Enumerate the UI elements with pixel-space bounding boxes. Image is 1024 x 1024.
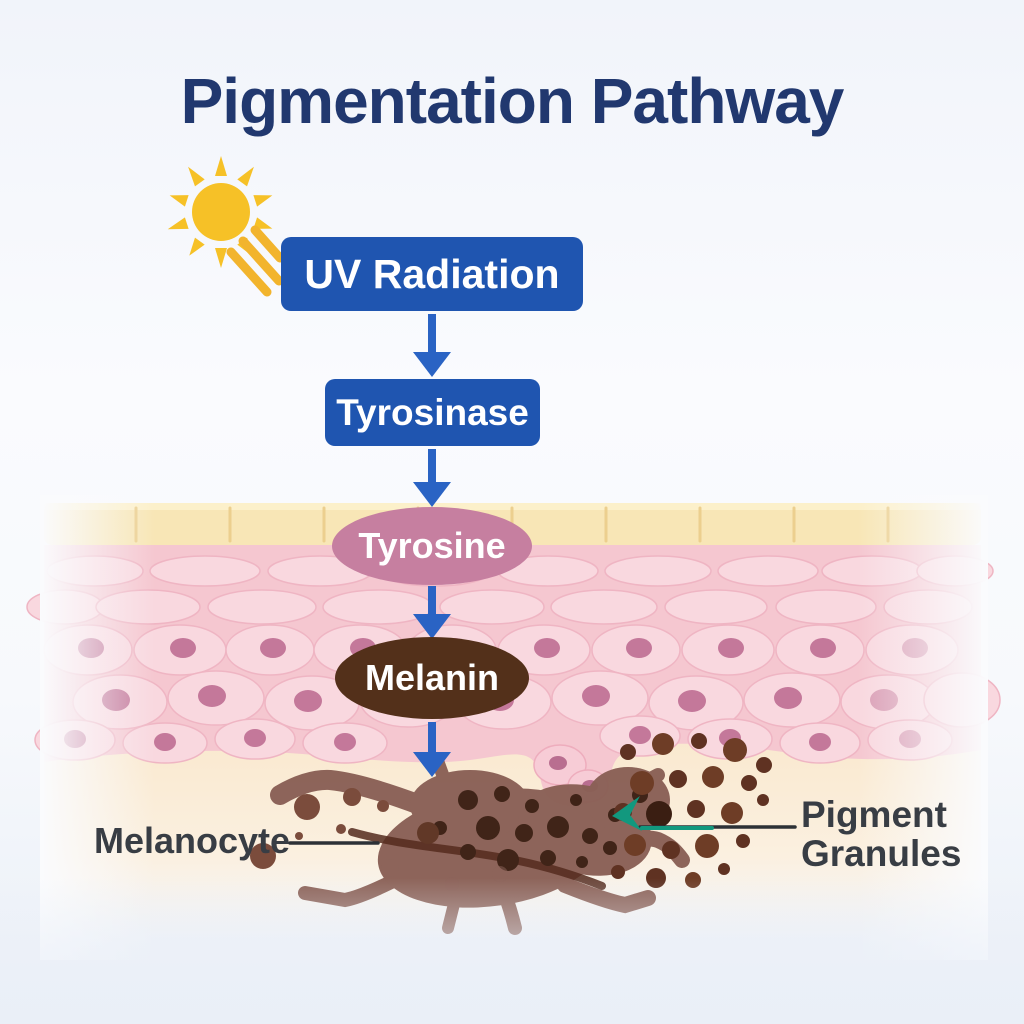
uv-beams-icon <box>226 225 285 297</box>
node-tyrosinase: Tyrosinase <box>325 379 540 446</box>
node-tyrosine: Tyrosine <box>332 507 532 585</box>
arrow-tyrosine-to-melanin <box>413 586 451 639</box>
arrow-uv-to-tyrosinase <box>413 314 451 377</box>
melanocyte-label: Melanocyte <box>94 820 291 861</box>
pigment-granules-label-line1: Pigment <box>801 794 947 835</box>
sun-rays <box>167 156 273 268</box>
edge-fades <box>0 495 1024 1024</box>
flow-arrows <box>413 314 451 777</box>
arrow-melanin-to-melanocyte <box>413 722 451 777</box>
loose-melanosome-dots <box>250 788 508 891</box>
arrow-tyrosinase-to-tyrosine <box>413 449 451 507</box>
page-title: Pigmentation Pathway <box>180 65 845 137</box>
pigment-granules-label-line2: Granules <box>801 833 962 874</box>
node-uv-radiation-label: UV Radiation <box>304 250 560 297</box>
node-melanin-label: Melanin <box>364 657 499 698</box>
node-uv-radiation: UV Radiation <box>281 237 583 311</box>
annotation-pointers <box>288 796 797 845</box>
sun-icon <box>167 156 285 297</box>
node-melanin: Melanin <box>335 637 529 719</box>
node-tyrosinase-label: Tyrosinase <box>336 391 529 433</box>
node-tyrosine-label: Tyrosine <box>358 525 506 566</box>
keratinocyte-row-flat-2 <box>26 589 973 625</box>
pigment-granules-label: Pigment Granules <box>801 795 961 873</box>
transfer-arrow-icon <box>612 796 642 831</box>
